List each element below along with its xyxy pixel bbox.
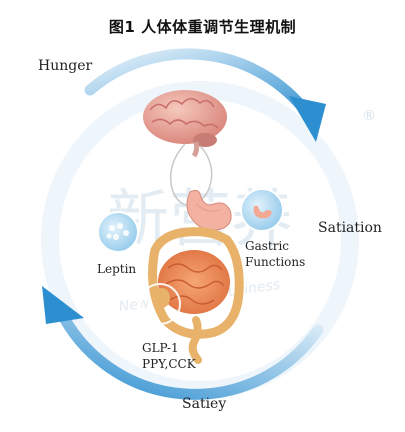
cycle-arrow-top	[84, 48, 318, 126]
label-gut-hormones: GLP-1 PPY,CCK	[142, 340, 196, 372]
watermark-registered: ®	[362, 108, 376, 124]
intestine-illustration	[148, 227, 244, 364]
leptin-cells-icon	[97, 211, 139, 253]
cycle-arrow-bottom	[54, 304, 324, 400]
label-hormones-line1: GLP-1	[142, 341, 179, 355]
label-gastric-line1: Gastric	[245, 239, 290, 253]
gastric-stomach-icon	[240, 188, 284, 232]
figure-title: 图1 人体体重调节生理机制	[108, 18, 297, 36]
label-gastric-line2: Functions	[245, 255, 306, 269]
label-satiation: Satiation	[318, 220, 382, 236]
label-hormones-line2: PPY,CCK	[142, 357, 196, 371]
label-hunger: Hunger	[38, 58, 93, 74]
label-gastric-functions: Gastric Functions	[245, 238, 305, 270]
label-leptin: Leptin	[97, 262, 137, 276]
cycle-arrow-top-head	[289, 96, 326, 142]
brain-illustration	[143, 90, 227, 158]
cycle-arrow-bottom-head	[42, 286, 84, 324]
magnifier-circle	[139, 283, 181, 325]
label-satiey: Satiey	[182, 396, 227, 412]
stomach-illustration	[186, 189, 232, 231]
